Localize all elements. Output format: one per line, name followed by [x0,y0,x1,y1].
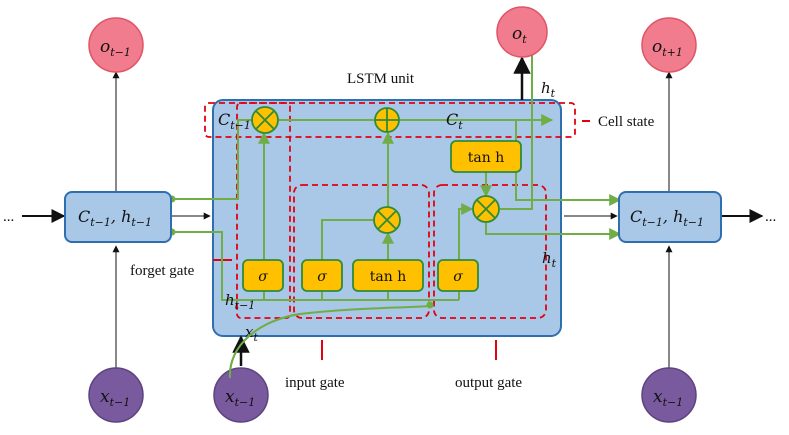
input-node-right: xt−1 [641,367,697,423]
wire-node [426,301,434,309]
forget-sigma-label: σ [258,269,268,285]
c-t-label: Ct [446,110,463,132]
outer-arrows [22,56,764,368]
h-t-top-label: ht [541,79,556,100]
lstm-unit-title: LSTM unit [347,71,415,87]
svg-text:xt−1: xt−1 [100,387,130,409]
forget-gate-region [236,102,291,319]
h-t-right-label: ht [542,249,557,270]
left-state-label: Ct−1, ht−1 [78,207,152,229]
output-sigma-gate: σ [437,259,479,292]
svg-text:ot−1: ot−1 [100,37,131,59]
input-sigma-label: σ [317,269,327,285]
left-state-box: Ct−1, ht−1 [64,191,172,243]
input-sigma-gate: σ [301,259,343,292]
input-node-left: xt−1 [88,367,144,423]
right-state-box: Ct−1, ht−1 [618,191,722,243]
input-tanh-gate: tan h [352,259,424,292]
right-ellipsis: ... [765,209,776,225]
svg-text:ot+1: ot+1 [652,37,683,59]
input-gate-label: input gate [285,375,345,391]
cell-state-label: Cell state [598,114,655,130]
output-sigma-label: σ [453,269,463,285]
svg-text:xt−1: xt−1 [225,387,255,409]
output-multiply-icon [472,195,500,223]
c-prev-label: Ct−1 [218,110,251,132]
output-node-prev: ot−1 [88,17,144,73]
output-tanh-label: tan h [468,150,504,166]
x-t-curve-overlay [228,313,301,379]
forget-gate-label: forget gate [130,263,195,279]
forget-multiply-icon [251,106,279,134]
input-node-current: xt−1 [213,367,269,423]
right-state-label: Ct−1, ht−1 [630,207,704,229]
svg-text:ot: ot [512,24,527,46]
h-prev-label: ht−1 [225,291,255,312]
input-gate-region [293,184,430,319]
output-tanh-gate: tan h [450,140,522,173]
output-gate-region [433,184,547,319]
x-t-label: xt [245,323,258,344]
input-tanh-label: tan h [370,269,406,285]
left-ellipsis: ... [3,209,14,225]
svg-text:xt−1: xt−1 [653,387,683,409]
output-node-current: ot [496,6,548,58]
output-node-next: ot+1 [641,17,697,73]
cell-add-icon [374,107,400,133]
input-multiply-icon [373,206,401,234]
output-gate-label: output gate [455,375,522,391]
forget-sigma-gate: σ [242,259,284,292]
